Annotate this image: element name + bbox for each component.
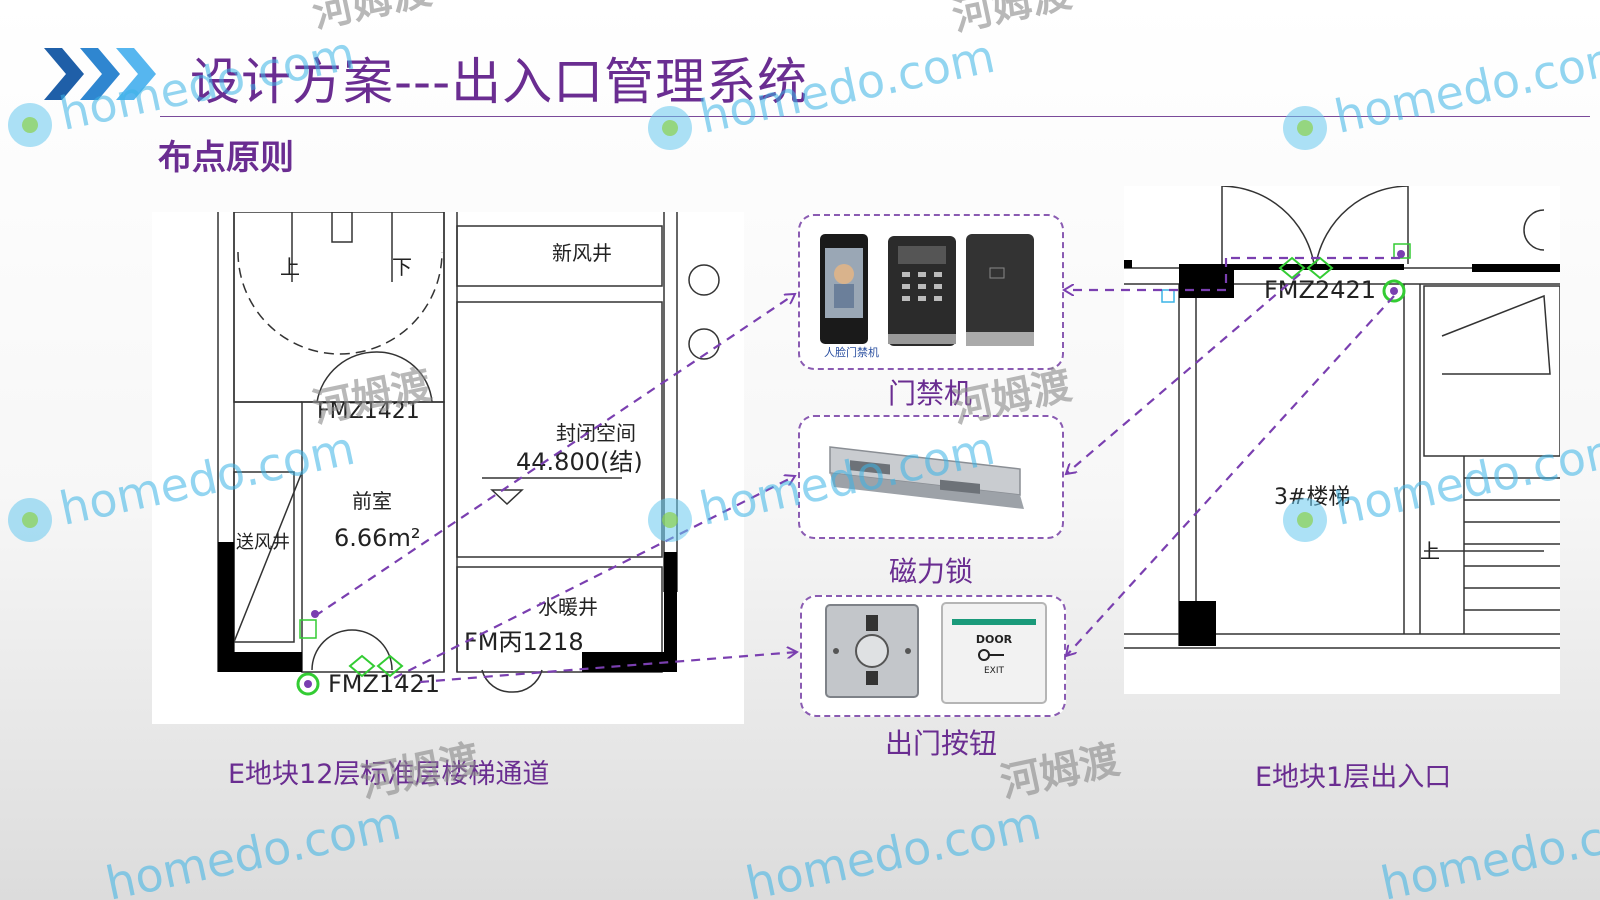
plan-label-fresh-air-shaft: 新风井 — [552, 241, 612, 265]
exit-button-marker-dot — [311, 610, 319, 618]
left-floor-plan-drawing: 上 下 新风井 FMZ1421 封闭空间 44.800(结) 前室 6.66m²… — [217, 211, 720, 698]
access-reader-marker-icon — [296, 672, 320, 696]
watermark-site-text-8: homedo.com — [741, 796, 1045, 900]
exit-button-exit-text: EXIT — [984, 666, 1005, 676]
exit-button-label: 出门按钮 — [884, 727, 997, 760]
title-divider — [160, 116, 1590, 117]
right-plan-label-up: 上 — [1420, 539, 1440, 563]
plastic-exit-button-icon: DOOR EXIT — [941, 602, 1047, 704]
watermark-cn-text-2: 河姆渡 — [948, 0, 1075, 40]
watermark-top-right: homedo.com — [1283, 29, 1600, 150]
plan-label-supply-air-shaft: 送风井 — [236, 532, 290, 553]
plan-label-area: 6.66m² — [334, 524, 420, 552]
access-control-devices-illustration: 人脸门禁机 — [820, 234, 1034, 359]
magnetic-lock-label: 磁力锁 — [888, 555, 973, 588]
lock-marker-left-icon — [348, 654, 376, 678]
watermark-site-text-3: homedo.com — [1330, 29, 1600, 144]
magnetic-lock-illustration — [829, 446, 1024, 509]
watermark-site-text-7: homedo.com — [101, 796, 405, 900]
card-reader-icon — [966, 234, 1034, 346]
right-access-reader-marker-dot — [1390, 287, 1398, 295]
magnetic-lock-icon — [829, 446, 1024, 509]
plan-label-water-heating-shaft: 水暖井 — [538, 595, 598, 619]
right-plan-label-door-code: FMZ2421 — [1264, 276, 1376, 304]
plan-label-door-code-right: FM丙1218 — [464, 628, 584, 656]
right-exit-button-marker-icon — [1393, 243, 1411, 259]
right-floor-plan-drawing: FMZ2421 3#楼梯 上 — [1124, 185, 1561, 649]
plan-label-up: 上 — [280, 255, 300, 279]
plan-label-elevation: 44.800(结) — [516, 448, 643, 476]
face-terminal-caption: 人脸门禁机 — [824, 345, 879, 359]
plan-label-down: 下 — [392, 255, 412, 279]
magnetic-lock-device-frame — [798, 415, 1064, 539]
plan-label-door-code-bottom: FMZ1421 — [328, 670, 440, 698]
exit-button-door-text: DOOR — [976, 633, 1013, 646]
watermark-site-text-9: homedo.com — [1376, 796, 1600, 900]
left-plan-caption: E地块12层标准层楼梯通道 — [228, 759, 550, 790]
right-plan-label-stair: 3#楼梯 — [1274, 485, 1350, 510]
watermark-cn-text-1: 河姆渡 — [308, 0, 435, 37]
plan-label-anteroom: 前室 — [352, 489, 392, 513]
right-exit-button-marker-dot — [1397, 250, 1405, 258]
exit-button-marker-icon — [299, 619, 317, 639]
metal-exit-button-icon — [825, 604, 919, 698]
plan-label-door-code-top: FMZ1421 — [317, 399, 420, 424]
title-chevron-icon — [44, 48, 156, 100]
left-floor-plan: 上 下 新风井 FMZ1421 封闭空间 44.800(结) 前室 6.66m²… — [152, 211, 744, 724]
exit-button-device-frame: DOOR EXIT — [800, 595, 1066, 717]
access-control-device-frame: 人脸门禁机 — [798, 214, 1064, 370]
right-lock-marker-right-icon — [1306, 256, 1334, 280]
access-control-label: 门禁机 — [887, 377, 972, 410]
right-floor-plan: FMZ2421 3#楼梯 上 — [1124, 185, 1561, 694]
watermark-bottom-right: homedo.com — [1376, 796, 1600, 900]
plan-label-closed-space: 封闭空间 — [556, 421, 636, 445]
access-reader-marker-dot — [304, 680, 312, 688]
section-heading: 布点原则 — [158, 138, 294, 178]
right-camera-marker-icon — [1161, 289, 1175, 303]
exit-buttons-illustration: DOOR EXIT — [825, 602, 1047, 704]
right-plan-caption: E地块1层出入口 — [1255, 762, 1452, 793]
slide-title: 设计方案---出入口管理系统 — [190, 53, 809, 111]
